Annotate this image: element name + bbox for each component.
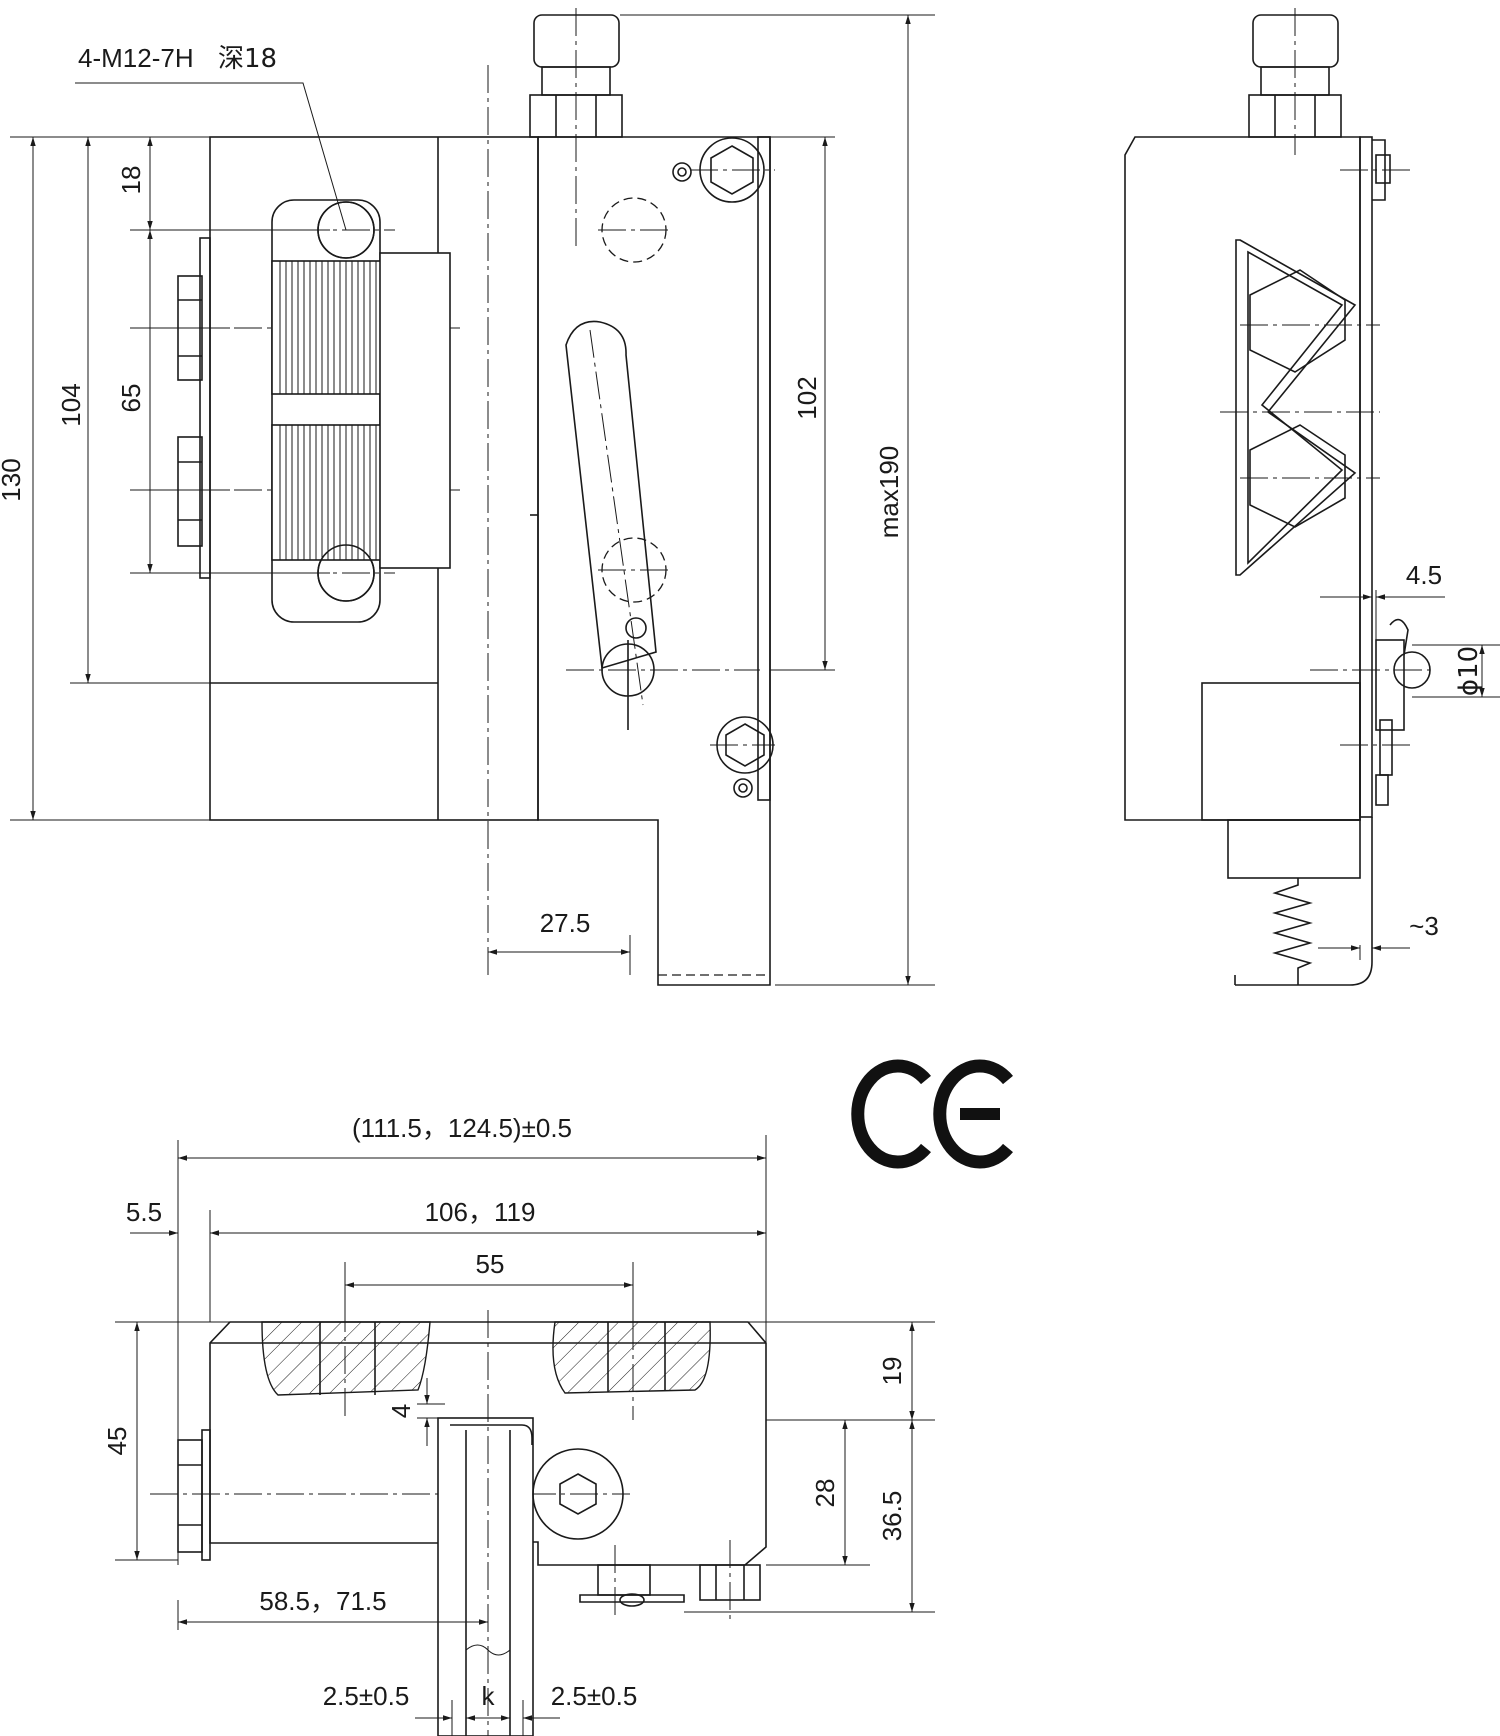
hex-socket-screw [532,1448,624,1540]
dim-45: 45 [102,1427,132,1456]
dim-total-width: (111.5，124.5)±0.5 [352,1113,572,1143]
ce-mark-logo [851,1059,1013,1169]
side-view-dimensions: 4.5 ϕ10 ~3 [1318,560,1500,960]
lever-plate [537,136,771,986]
side-pin [1375,639,1405,731]
dim-19: 19 [877,1357,907,1386]
left-nut-lower [177,436,203,547]
dim-k: k [482,1681,496,1711]
dim-overall-height: 130 [0,458,26,501]
thread-note-depth: 深18 [218,44,277,74]
dim-36-5: 36.5 [877,1491,907,1542]
dim-58-5-71-5: 58.5，71.5 [259,1586,386,1616]
rail-guide [437,1417,534,1736]
top-view-dimensions: (111.5，124.5)±0.5 5.5 106，119 55 45 19 4… [102,1113,935,1736]
dim-4-5: 4.5 [1406,560,1442,590]
dim-max-height: max190 [874,446,904,539]
front-view [150,8,775,986]
dim-27-5: 27.5 [540,908,591,938]
pad-backing-plate [379,252,451,569]
side-view [1124,8,1431,986]
top-view [150,1262,767,1736]
thread-note-code: 4-M12-7H [78,43,194,73]
dim-55: 55 [476,1249,505,1279]
spring [1272,878,1313,985]
dim-104: 104 [56,383,86,426]
front-view-dimensions: 130 104 18 65 102 max190 27.5 4-M12-7H 深… [0,14,935,986]
brake-pad-upper [271,260,387,395]
slotted-lever [565,320,657,670]
top-left-nut [177,1439,203,1553]
v-brake-pad [1235,239,1357,576]
top-pin-clip [597,1564,651,1596]
pocket-left [261,1321,431,1396]
dim-106-119: 106，119 [425,1197,536,1227]
dim-5-5: 5.5 [126,1197,162,1227]
dim-phi10: ϕ10 [1454,646,1484,696]
dim-28: 28 [810,1479,840,1508]
dim-gap-right: 2.5±0.5 [551,1681,638,1711]
dim-gap-left: 2.5±0.5 [323,1681,410,1711]
dim-102: 102 [792,376,822,419]
bent-plate [1235,817,1373,986]
dim-4: 4 [386,1404,416,1418]
dim-18: 18 [116,166,146,195]
brake-pad-lower [271,424,387,561]
dim-approx3: ~3 [1409,911,1439,941]
pocket-right [552,1321,711,1394]
dim-65: 65 [116,384,146,413]
